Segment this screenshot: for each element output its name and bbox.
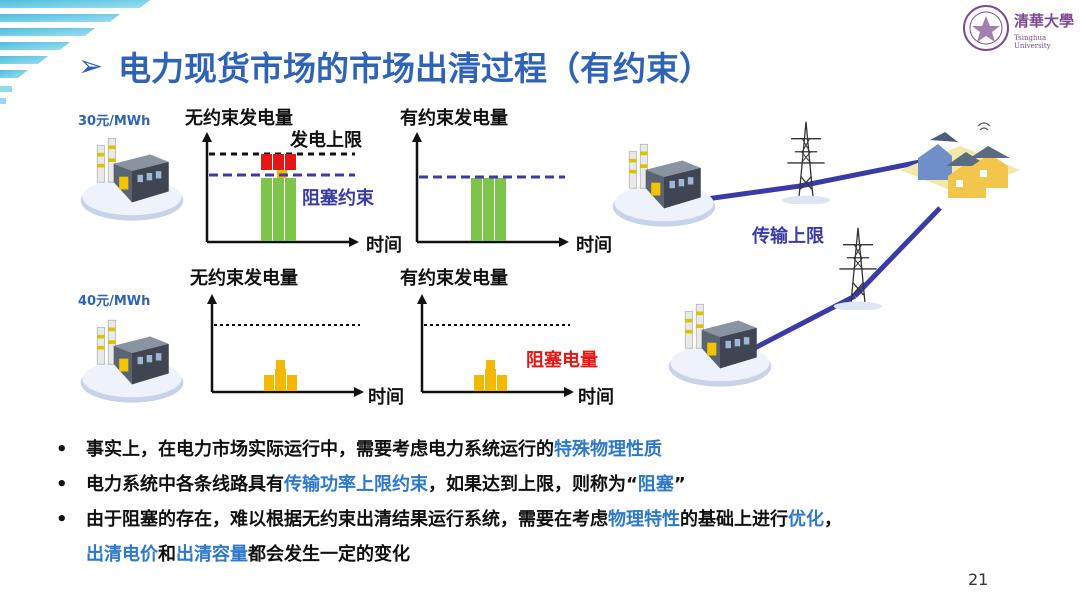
x-axis-label: 时间 [576, 235, 612, 256]
bullet-continuation: 出清电价和出清容量都会发生一定的变化 [86, 544, 410, 565]
power-plant-icon [72, 118, 192, 228]
chart-unconstrained-bottom [207, 294, 364, 397]
chart-title: 无约束发电量 [190, 268, 298, 289]
power-plant-icon [604, 124, 724, 234]
x-axis-label: 时间 [368, 387, 404, 408]
title-arrow-icon: ➢ [78, 49, 104, 84]
bullet-item: • 由于阻塞的存在，难以根据无约束出清结果运行系统，需要在考虑物理特性的基础上进… [56, 502, 1056, 537]
network-diagram [669, 122, 1020, 369]
bullet-dot: • [56, 439, 68, 460]
price-bottom: 40元/MWh [78, 294, 151, 309]
bullet-item: • 电力系统中各条线路具有传输功率上限约束，如果达到上限，则称为“阻塞” [56, 467, 1056, 502]
transmission-tower-icon [830, 226, 886, 310]
chart-title: 有约束发电量 [400, 268, 508, 289]
logo-cn: 清華大學 [1014, 12, 1075, 30]
congestion-energy-label: 阻塞电量 [526, 350, 598, 371]
transmission-line [853, 206, 942, 298]
price-top: 30元/MWh [78, 114, 151, 129]
excess-bar [261, 154, 272, 170]
chart-constrained-bottom [417, 294, 574, 397]
chart-unconstrained-top [202, 132, 359, 247]
transmission-tower-icon [778, 120, 834, 204]
seal-icon [963, 5, 1009, 51]
university-logo: 清華大學 Tsinghua University [962, 4, 1074, 56]
x-axis-label: 时间 [366, 235, 402, 256]
power-plant-icon [72, 300, 192, 410]
chart-title: 无约束发电量 [185, 108, 293, 129]
power-plant-icon [660, 284, 780, 394]
corner-decoration [0, 0, 150, 104]
page-title: 电力现货市场的市场出清过程（有约束） [118, 49, 712, 88]
x-axis-label: 时间 [578, 387, 614, 408]
logo-en: Tsinghua University [1014, 34, 1051, 50]
transmission-line [799, 157, 931, 189]
excess-bar [285, 154, 296, 170]
upper-limit-label: 发电上限 [290, 130, 362, 151]
bullet-item: • 事实上，在电力市场实际运行中，需要考虑电力系统运行的特殊物理性质 [56, 432, 1056, 467]
chart-constrained-top [412, 132, 569, 247]
chart-title: 有约束发电量 [400, 108, 508, 129]
gen-bar [261, 178, 272, 241]
houses-icon [900, 122, 1020, 198]
transmission-limit-label: 传输上限 [752, 226, 824, 247]
congestion-constraint-label: 阻塞约束 [302, 188, 374, 209]
excess-bar [273, 154, 284, 170]
gen-bar [273, 178, 284, 241]
gen-bar [285, 178, 296, 241]
bullet-list: • 事实上，在电力市场实际运行中，需要考虑电力系统运行的特殊物理性质 • 电力系… [56, 432, 1056, 572]
bullet-dot: • [56, 509, 68, 530]
bullet-dot: • [56, 474, 68, 495]
page-number: 21 [968, 570, 989, 589]
